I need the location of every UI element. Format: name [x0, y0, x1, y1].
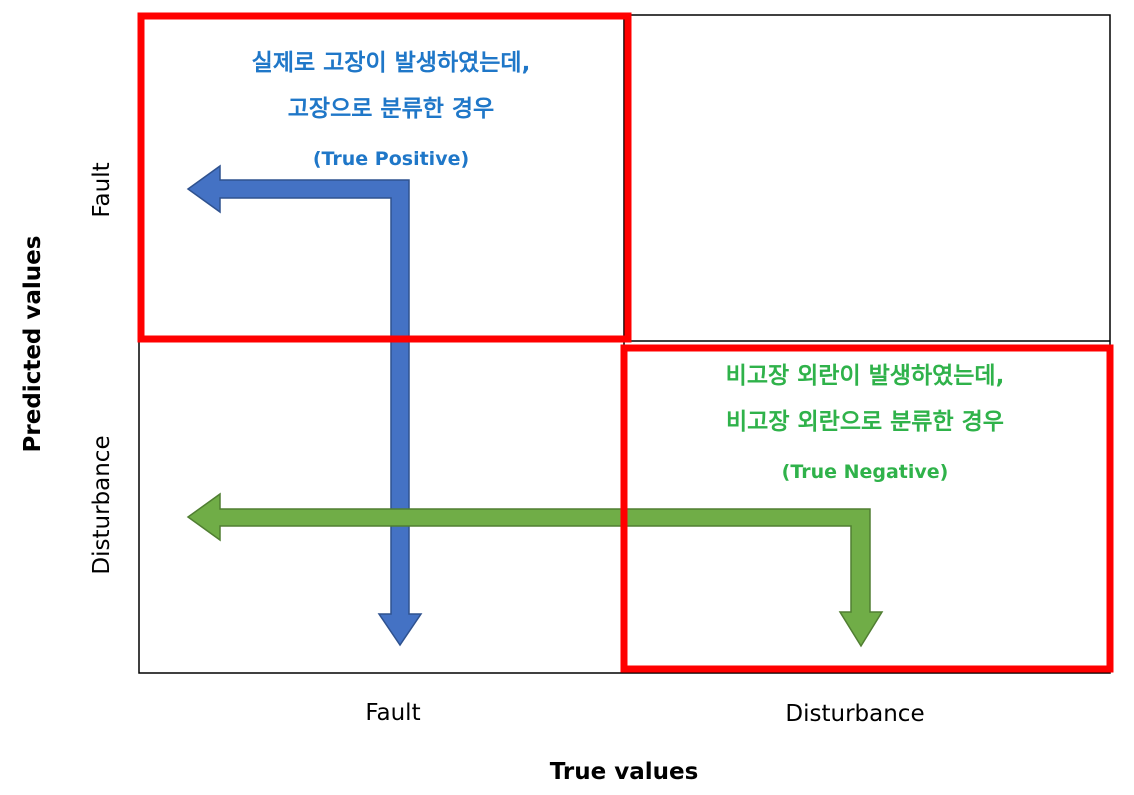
x-axis-title: True values	[550, 759, 699, 785]
true-negative-highlight-box	[620, 344, 1114, 673]
true-negative-tag: (True Negative)	[782, 461, 949, 483]
true-positive-line1: 실제로 고장이 발생하였는데,	[252, 50, 531, 76]
true-negative-line2: 비고장 외란으로 분류한 경우	[726, 409, 1004, 435]
blue-arrow-shape	[186, 164, 423, 647]
green-arrow-shape	[186, 492, 884, 648]
true-positive-highlight-box	[137, 12, 632, 343]
y-category-fault: Fault	[89, 162, 115, 217]
y-category-disturbance: Disturbance	[89, 435, 115, 574]
y-axis-title: Predicted values	[20, 236, 46, 453]
true-negative-line1: 비고장 외란이 발생하였는데,	[726, 363, 1005, 389]
x-category-fault: Fault	[365, 700, 420, 726]
blue-arrow	[186, 164, 423, 647]
x-category-disturbance: Disturbance	[785, 701, 924, 727]
true-positive-tag: (True Positive)	[313, 148, 469, 170]
true-positive-line2: 고장으로 분류한 경우	[288, 96, 494, 122]
green-arrow	[186, 492, 884, 648]
